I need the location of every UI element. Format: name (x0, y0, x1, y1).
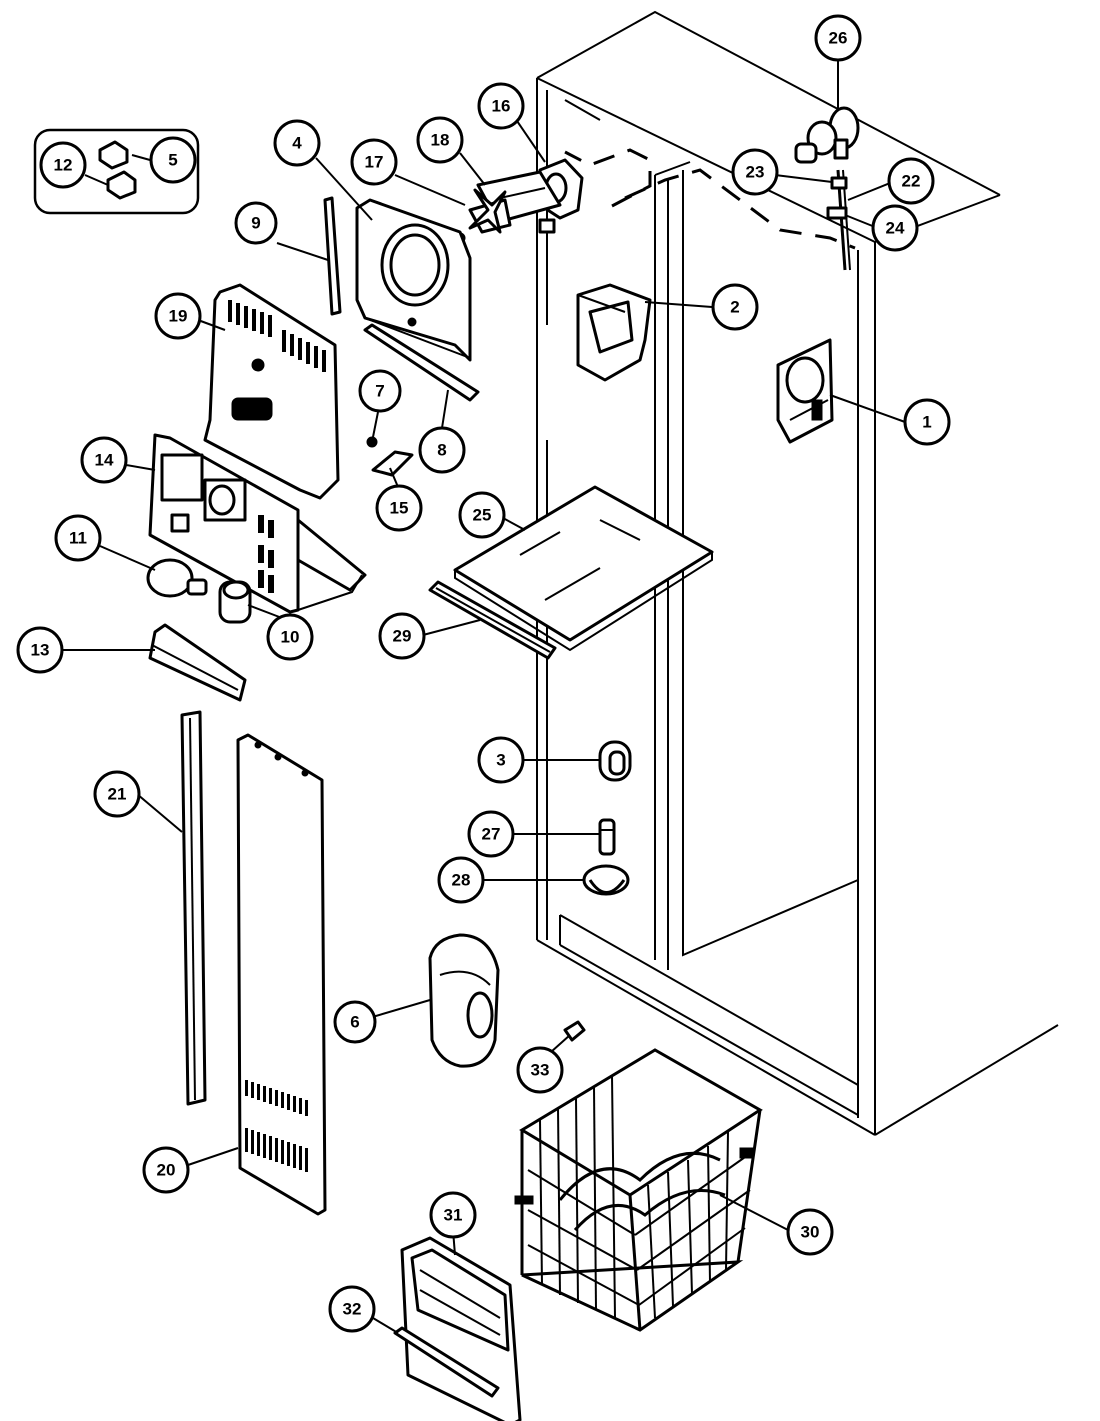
callout-2: 2 (711, 283, 759, 331)
callout-13: 13 (16, 626, 64, 674)
callout-20: 20 (142, 1146, 190, 1194)
callout-3: 3 (477, 736, 525, 784)
callout-30: 30 (786, 1208, 834, 1256)
callout-label: 2 (730, 298, 739, 317)
callout-label: 21 (108, 785, 127, 804)
callout-label: 17 (365, 153, 384, 172)
callout-29: 29 (378, 612, 426, 660)
callout-label: 14 (95, 451, 114, 470)
part-bracket (576, 283, 652, 382)
callout-4: 4 (273, 119, 321, 167)
callout-label: 22 (902, 172, 921, 191)
callout-label: 7 (375, 382, 384, 401)
part-light-housing (776, 338, 834, 444)
inset-box (33, 128, 200, 215)
part-glass-shelf (453, 485, 714, 652)
callout-5: 5 (149, 136, 197, 184)
part-rod (323, 196, 342, 316)
leader-lines (62, 57, 906, 1334)
callout-label: 26 (829, 29, 848, 48)
callout-6: 6 (333, 1000, 377, 1044)
callout-18: 18 (416, 116, 464, 164)
callout-label: 32 (343, 1300, 362, 1319)
callout-11: 11 (54, 514, 102, 562)
callout-label: 8 (437, 441, 446, 460)
callout-21: 21 (93, 770, 141, 818)
part-fan-shroud (355, 198, 472, 362)
callout-label: 6 (350, 1013, 359, 1032)
callout-label: 25 (473, 506, 492, 525)
part-light-socket (218, 580, 252, 624)
callout-label: 19 (169, 307, 188, 326)
part-basket-front (400, 1236, 522, 1421)
callout-label: 9 (251, 214, 260, 233)
callout-8: 8 (418, 426, 466, 474)
callout-10: 10 (266, 613, 314, 661)
callouts: 1 2 3 4 5 6 7 8 (16, 14, 951, 1333)
callout-25: 25 (458, 491, 506, 539)
callout-17: 17 (350, 138, 398, 186)
callout-15: 15 (375, 484, 423, 532)
part-screw (366, 436, 378, 448)
part-evaporator-cover (203, 283, 340, 500)
callout-label: 12 (54, 156, 73, 175)
callout-31: 31 (429, 1191, 477, 1239)
callout-label: 15 (390, 499, 409, 518)
part-clip (371, 450, 414, 477)
callout-26: 26 (814, 14, 862, 62)
part-plug (598, 740, 632, 782)
callout-label: 24 (886, 219, 905, 238)
callout-label: 16 (492, 97, 511, 116)
callout-33: 33 (516, 1046, 564, 1094)
part-light-bulb (146, 558, 208, 598)
part-vertical-trim (180, 710, 207, 1106)
callout-label: 11 (69, 529, 87, 548)
callout-16: 16 (477, 82, 525, 130)
callout-28: 28 (437, 856, 485, 904)
part-light-bracket (148, 433, 367, 614)
part-water-tube (826, 169, 851, 271)
callout-12: 12 (39, 141, 87, 189)
part-strip (363, 323, 480, 402)
callout-9: 9 (234, 201, 278, 245)
callout-label: 18 (431, 131, 450, 150)
part-knob (582, 864, 630, 896)
callout-label: 3 (496, 751, 505, 770)
callout-24: 24 (871, 204, 919, 252)
part-shelf-rail (428, 580, 557, 660)
part-stud (598, 818, 616, 856)
callout-27: 27 (467, 810, 515, 858)
callout-label: 1 (922, 413, 931, 432)
callout-14: 14 (80, 436, 128, 484)
callout-label: 10 (281, 628, 300, 647)
part-rear-panel (236, 733, 327, 1216)
part-light-lens (148, 623, 247, 702)
callout-label: 27 (482, 825, 501, 844)
part-water-valve (794, 106, 860, 164)
callout-label: 4 (292, 134, 302, 153)
callout-label: 23 (746, 163, 765, 182)
callout-label: 28 (452, 871, 471, 890)
part-wire-basket (514, 1048, 763, 1332)
part-fan-housing (428, 933, 500, 1068)
callout-label: 30 (801, 1223, 820, 1242)
callout-label: 5 (168, 151, 177, 170)
callout-19: 19 (154, 292, 202, 340)
callout-label: 33 (531, 1061, 550, 1080)
part-trim-strip (393, 1326, 500, 1398)
callout-label: 13 (31, 641, 50, 660)
callout-32: 32 (328, 1285, 376, 1333)
callout-label: 20 (157, 1161, 176, 1180)
callout-label: 29 (393, 627, 412, 646)
callout-23: 23 (731, 148, 779, 196)
callout-1: 1 (903, 398, 951, 446)
callout-label: 31 (444, 1206, 463, 1225)
callout-22: 22 (887, 157, 935, 205)
callout-7: 7 (358, 369, 402, 413)
